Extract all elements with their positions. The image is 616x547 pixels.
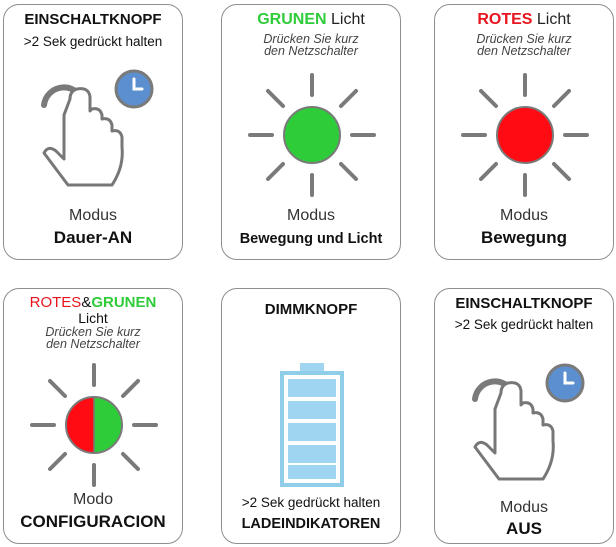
mode-label: Modus xyxy=(286,207,336,224)
card-title: ROTES&GRUNEN xyxy=(4,294,182,311)
hint-line-1: Drücken Sie kurz xyxy=(45,325,141,339)
hint-line-2: den Netzschalter xyxy=(46,337,140,351)
card-title: EINSCHALTKNOPF xyxy=(24,11,162,28)
mode-name: Bewegung und Licht xyxy=(239,231,383,247)
title-green-word: GRUNEN xyxy=(91,294,157,311)
card-bewegung-und-licht: GRUNEN Licht Drücken Sie kurz den Netzsc… xyxy=(221,4,401,260)
mode-name: AUS xyxy=(506,519,542,538)
title-color-word: ROTES xyxy=(477,11,533,28)
card-title: ROTES Licht xyxy=(435,11,613,29)
mode-name: LADEINDIKATOREN xyxy=(241,516,381,532)
battery-icon xyxy=(280,363,344,487)
mode-label: Modus xyxy=(499,499,549,516)
mode-name: Bewegung xyxy=(481,228,567,247)
card-title: DIMMKNOPF xyxy=(264,301,358,318)
title-rest: Licht xyxy=(532,11,571,28)
title-line-2: Licht xyxy=(78,310,108,326)
card-subtitle: >2 Sek gedrückt halten xyxy=(241,495,381,510)
mode-label: Modus xyxy=(68,207,118,224)
title-red-word: ROTES xyxy=(29,294,82,311)
hand-press-clock-icon xyxy=(41,69,154,187)
hint-line-1: Drücken Sie kurz xyxy=(476,32,572,46)
hint-line-2: den Netzschalter xyxy=(477,44,571,58)
title-ampersand: & xyxy=(81,294,92,311)
mode-label: Modus xyxy=(499,207,549,224)
card-aus: EINSCHALTKNOPF >2 Sek gedrückt halten Mo… xyxy=(434,288,614,544)
card-title: GRUNEN Licht xyxy=(222,11,400,29)
mode-name: CONFIGURACION xyxy=(20,512,166,531)
red-light-icon xyxy=(461,73,589,197)
card-bewegung: ROTES Licht Drücken Sie kurz den Netzsch… xyxy=(434,4,614,260)
card-subtitle: >2 Sek gedrückt halten xyxy=(23,34,163,49)
card-configuracion: ROTES&GRUNEN Licht Drücken Sie kurz den … xyxy=(3,288,183,544)
red-green-light-icon xyxy=(30,363,158,487)
card-subtitle: >2 Sek gedrückt halten xyxy=(454,317,594,332)
card-title: EINSCHALTKNOPF xyxy=(455,295,593,312)
green-light-icon xyxy=(248,73,376,197)
mode-name: Dauer-AN xyxy=(53,228,133,247)
title-color-word: GRUNEN xyxy=(257,11,327,28)
card-dauer-an: EINSCHALTKNOPF >2 Sek gedrückt halten Mo… xyxy=(3,4,183,260)
title-rest: Licht xyxy=(326,11,365,28)
hand-press-clock-icon xyxy=(472,363,585,481)
card-ladeindikatoren: DIMMKNOPF >2 Sek gedrückt halten LADEIND… xyxy=(221,288,401,544)
hint-line-2: den Netzschalter xyxy=(264,44,358,58)
mode-label: Modo xyxy=(72,491,114,508)
hint-line-1: Drücken Sie kurz xyxy=(263,32,359,46)
